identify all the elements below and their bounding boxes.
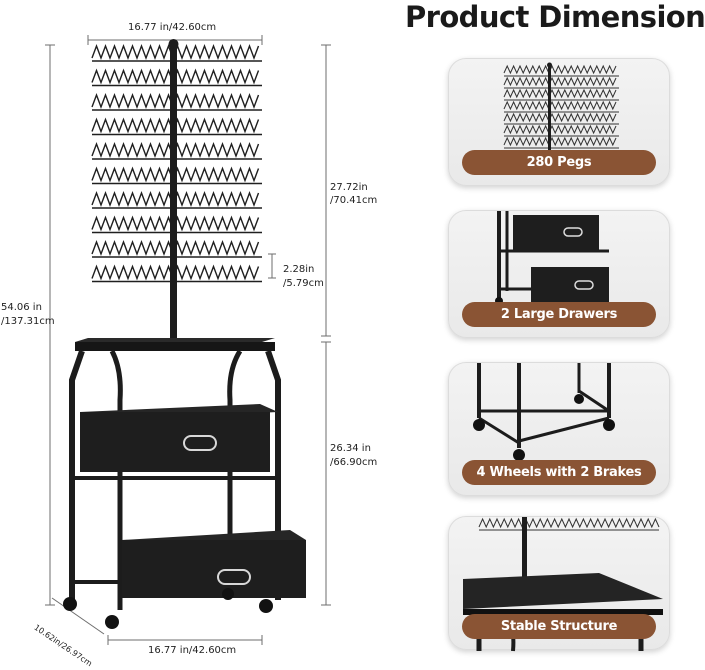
peg-height-label-in: 27.72in [330, 182, 368, 193]
cart-height-label-in: 26.34 in [330, 443, 371, 454]
depth-line [51, 597, 105, 635]
peg-row [503, 76, 617, 87]
back-left-leg [109, 349, 123, 610]
feature-card-wheels: 4 Wheels with 2 Brakes [448, 362, 670, 496]
lower-drawer-handle [217, 569, 251, 585]
peg-row [503, 88, 617, 99]
feature-card-pegs: 280 Pegs [448, 58, 670, 186]
back-right-leg [227, 349, 243, 590]
front-right-leg [265, 350, 281, 600]
upper-drawer-handle [183, 435, 217, 451]
peg-row [503, 100, 617, 111]
peg-row [503, 112, 617, 123]
bottom-width-label: 16.77 in/42.60cm [148, 645, 237, 656]
feature-card-structure: Stable Structure [448, 516, 670, 652]
peg-height-label-cm: /70.41cm [330, 195, 378, 206]
lower-drawer [122, 540, 306, 598]
feature-label-structure: Stable Structure [462, 614, 656, 639]
total-height-label-in: 54.06 in [1, 302, 42, 313]
total-height-label-cm: /137.31cm [1, 316, 55, 327]
peg-spacing-label-in: 2.28in [283, 264, 315, 275]
peg-rack-icon [503, 62, 619, 163]
top-width-label: 16.77 in/42.60cm [128, 22, 217, 33]
pole-finial [168, 39, 179, 49]
feature-label-drawers: 2 Large Drawers [462, 302, 656, 327]
peg-row [478, 517, 660, 529]
tabletop-edge [75, 342, 275, 351]
wheel-icon [473, 363, 615, 461]
peg-row [503, 136, 617, 147]
page-title: Product Dimension [405, 0, 705, 34]
peg-row [503, 124, 617, 135]
front-left-leg [69, 350, 85, 600]
tabletop-surface [75, 338, 275, 342]
upper-drawer [80, 412, 270, 472]
peg-row [503, 64, 617, 75]
cart-height-label-cm: /66.90cm [330, 457, 378, 468]
product-illustration [45, 35, 331, 645]
feature-label-wheels: 4 Wheels with 2 Brakes [462, 460, 656, 485]
feature-label-pegs: 280 Pegs [462, 150, 656, 175]
feature-card-drawers: 2 Large Drawers [448, 210, 670, 338]
center-pole [170, 45, 177, 340]
peg-spacing-label-cm: /5.79cm [283, 278, 324, 289]
caster-wheels [63, 588, 273, 629]
